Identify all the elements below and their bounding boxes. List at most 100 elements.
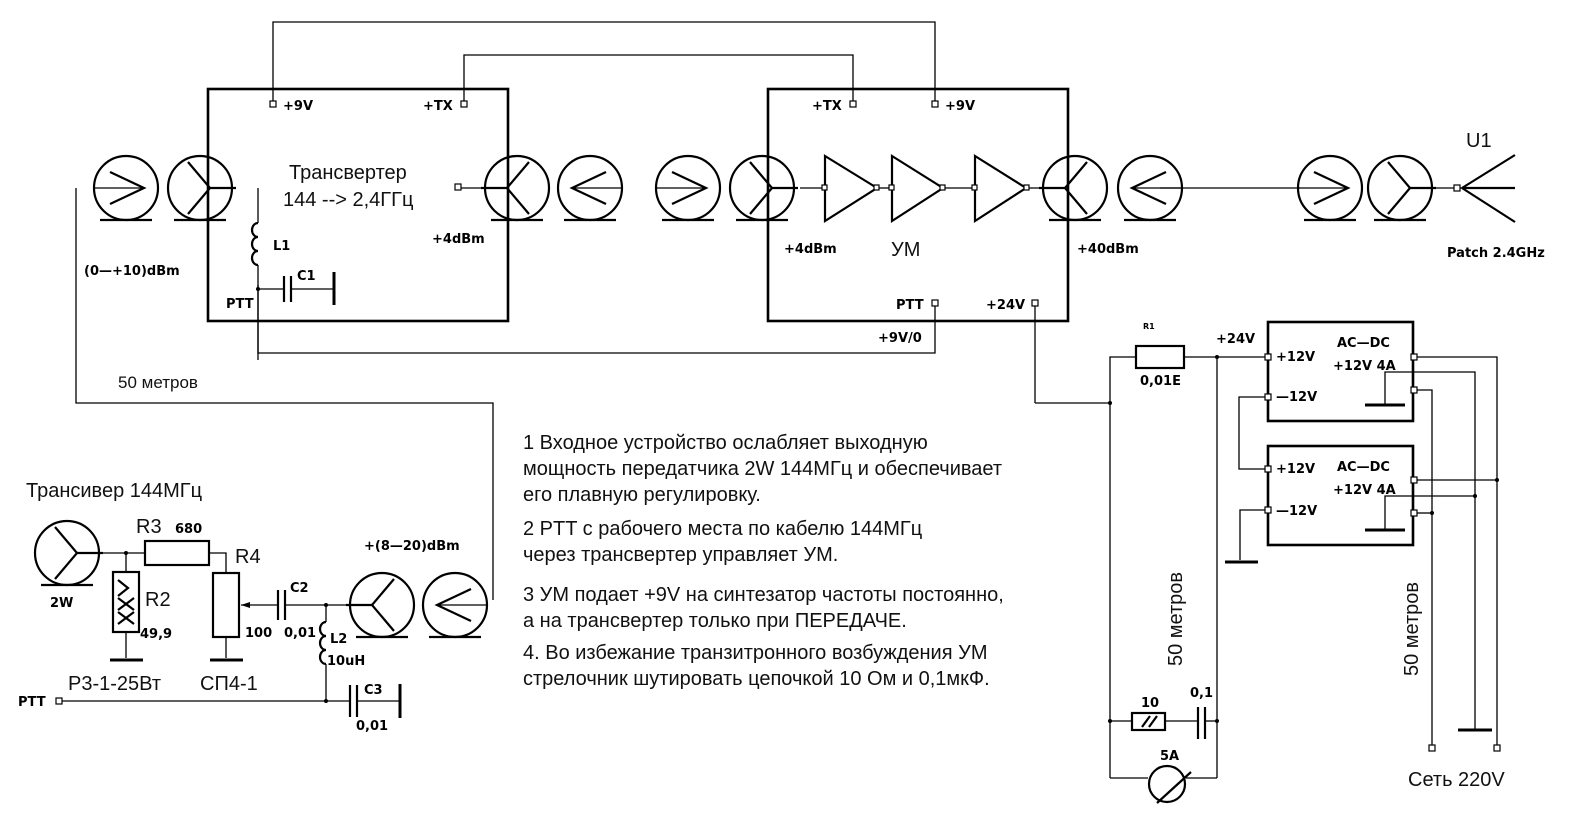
rf-connector-icon <box>166 154 236 222</box>
note-line: его плавную регулировку. <box>523 484 761 506</box>
rf-connector-icon <box>728 154 798 222</box>
transverter-9v-label: +9V <box>283 99 313 114</box>
transverter-tx-label: +TX <box>423 99 453 114</box>
dc-cable-label: 50 метров <box>1165 572 1187 666</box>
amp-ptt-line-label: +9V/0 <box>878 331 922 346</box>
mains-pin-1 <box>1428 744 1436 752</box>
l1-label: L1 <box>273 239 290 254</box>
psu1-rating: +12V 4A <box>1333 359 1396 374</box>
snubber-resistor <box>1130 711 1167 732</box>
inductor-l2 <box>318 620 327 666</box>
resistor-r1 <box>1134 344 1186 370</box>
transverter-out-level: +4dBm <box>432 232 485 247</box>
r4-label: R4 <box>235 546 261 568</box>
transverter-title: Трансвертер <box>289 162 407 184</box>
r4-type: СП4-1 <box>200 673 258 695</box>
psu1-plus: +12V <box>1276 350 1315 365</box>
amp-pin-9v <box>931 100 939 108</box>
rf-connectors <box>33 154 1436 639</box>
ptt-input-label: PTT <box>18 695 46 710</box>
potentiometer-r4 <box>211 571 241 639</box>
rf-connector-icon <box>1039 154 1109 222</box>
rf-connector-icon <box>421 571 489 639</box>
amp-stage-3 <box>973 154 1029 224</box>
c2-label: C2 <box>290 581 309 596</box>
r2-label: R2 <box>145 589 171 611</box>
antenna-label: Patch 2.4GHz <box>1447 246 1545 261</box>
psu2-rating: +12V 4A <box>1333 483 1396 498</box>
transverter-ptt-label: PTT <box>226 297 254 312</box>
mains-label: Сеть 220V <box>1408 769 1505 791</box>
meter-label: 5A <box>1160 749 1179 764</box>
r2-value: 49,9 <box>140 627 172 642</box>
rf-connector-icon <box>1296 154 1364 222</box>
r3-label: R3 <box>136 516 162 538</box>
rf-connector-icon <box>346 571 416 639</box>
power-section <box>1108 320 1501 804</box>
l2-label: L2 <box>330 632 347 647</box>
resistor-r3 <box>143 539 211 567</box>
note-line: 1 Входное устройство ослабляет выходную <box>523 432 928 454</box>
c1-label: C1 <box>297 269 316 284</box>
amp-in-level: +4dBm <box>784 242 837 257</box>
note-line: через трансвертер управляет УМ. <box>523 544 838 566</box>
note-line: мощность передатчика 2W 144МГц и обеспеч… <box>523 458 1002 480</box>
amp-tx-label: +TX <box>812 99 842 114</box>
rf-connector-icon <box>654 154 722 222</box>
rf-cable-label: 50 метров <box>118 373 198 392</box>
r4-value: 100 <box>245 626 272 641</box>
c3-value: 0,01 <box>356 719 388 734</box>
amplifier-block: +TX +9V PTT +24V +9V/0 УМ +4dBm +40dBm <box>766 87 1139 346</box>
r2-type: Р3-1-25Вт <box>68 673 161 695</box>
snubber-c-label: 0,1 <box>1190 686 1213 701</box>
amp-pin-tx <box>849 100 857 108</box>
resistor-r2 <box>111 570 141 634</box>
c2-value: 0,01 <box>284 626 316 641</box>
rf-connector-icon <box>481 154 551 222</box>
input-out-level: +(8—20)dBm <box>364 539 460 554</box>
r1-label: R1 <box>1143 322 1155 331</box>
psu2-title: AC—DC <box>1337 460 1390 475</box>
psu2-minus: —12V <box>1276 504 1317 519</box>
amp-9v-label: +9V <box>945 99 975 114</box>
note-line: а на трансвертер только при ПЕРЕДАЧЕ. <box>523 610 907 632</box>
psu2-plus: +12V <box>1276 462 1315 477</box>
input-device-title: Трансивер 144МГц <box>26 480 202 502</box>
transverter-subtitle: 144 --> 2,4ГГц <box>283 189 413 211</box>
note-line: 3 УМ подает +9V на синтезатор частоты по… <box>523 584 1004 606</box>
transverter-pin-9v <box>269 100 277 108</box>
psu1-title: AC—DC <box>1337 336 1390 351</box>
ac-cable-label: 50 метров <box>1401 582 1423 676</box>
tx-power-label: 2W <box>50 596 73 611</box>
note-line: 2 PTT с рабочего места по кабелю 144МГц <box>523 518 922 540</box>
inductor-l1 <box>250 221 259 267</box>
notes: 1 Входное устройство ослабляет выходную м… <box>523 432 1004 690</box>
ammeter <box>1147 764 1187 804</box>
antenna-ref: U1 <box>1466 130 1492 152</box>
c3-label: C3 <box>364 683 383 698</box>
amp-title: УМ <box>891 239 920 261</box>
input-device <box>55 539 402 718</box>
rf-connector-icon <box>1366 154 1436 222</box>
patch-antenna <box>1453 154 1516 223</box>
amp-ptt-label: PTT <box>896 298 924 313</box>
psu1-minus: —12V <box>1276 390 1317 405</box>
amp-stage-1 <box>823 154 880 224</box>
note-line: стрелочник шутировать цепочкой 10 Ом и 0… <box>523 668 990 690</box>
transverter-pin-tx <box>460 100 468 108</box>
note-line: 4. Во избежание транзитронного возбужден… <box>523 642 987 664</box>
amp-out-level: +40dBm <box>1077 242 1139 257</box>
rf-wires <box>75 187 1465 600</box>
amp-24v-label: +24V <box>986 298 1025 313</box>
r3-value: 680 <box>175 522 202 537</box>
transverter-block: +9V +TX Трансвертер 144 --> 2,4ГГц +4dBm… <box>206 87 510 360</box>
rf-connector-icon <box>92 154 160 222</box>
mains-pin-2 <box>1493 744 1501 752</box>
amp-stage-2 <box>890 154 946 224</box>
transverter-in-level: (0—+10)dBm <box>84 264 180 279</box>
rf-connector-icon <box>33 519 103 587</box>
amp-pin-24v <box>1031 299 1039 307</box>
bus-24v-label: +24V <box>1216 332 1255 347</box>
amp-pin-ptt <box>931 299 939 307</box>
